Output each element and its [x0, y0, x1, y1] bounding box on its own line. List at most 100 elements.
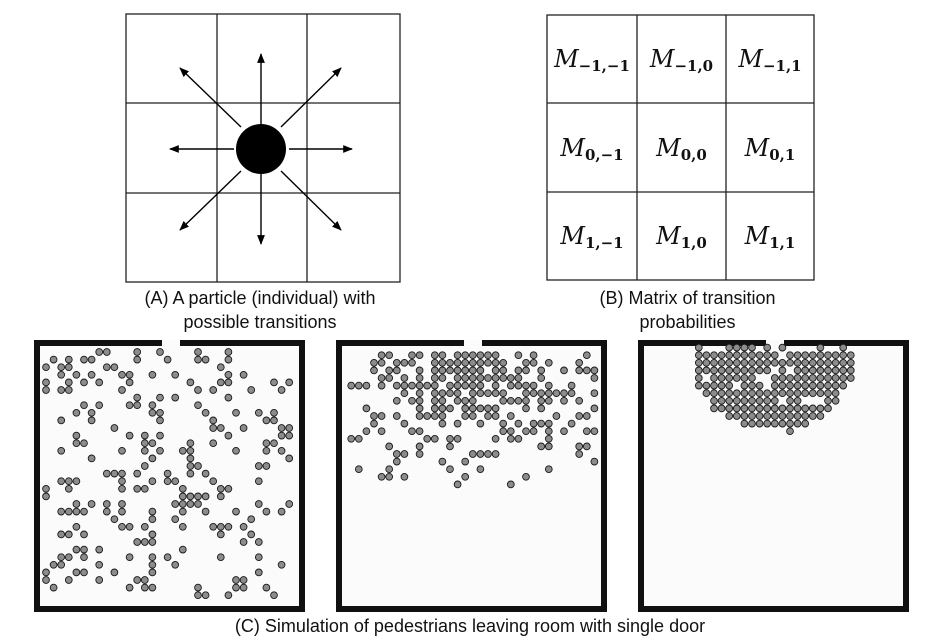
pedestrian-dot: [209, 424, 218, 432]
pedestrian-dot: [156, 431, 164, 440]
room-wall: [34, 340, 162, 346]
pedestrian-dot: [125, 378, 134, 387]
pedestrian-dot: [824, 396, 832, 405]
pedestrian-dot: [163, 553, 172, 562]
pedestrian-dot: [514, 434, 523, 443]
matrix-cell: M−1,0: [637, 15, 726, 103]
pedestrian-dot: [461, 404, 470, 413]
pedestrian-dot: [552, 389, 561, 398]
pedestrian-dot: [72, 500, 81, 508]
panel-b-caption: (B) Matrix of transition probabilities: [545, 286, 830, 334]
pedestrian-dot: [57, 530, 66, 539]
pedestrian-dot: [133, 469, 142, 478]
pedestrian-dot: [468, 381, 477, 390]
pedestrian-dot: [446, 442, 454, 451]
pedestrian-dot: [72, 522, 81, 531]
pedestrian-dot: [232, 408, 240, 417]
pedestrian-dot: [392, 457, 401, 466]
pedestrian-dot: [582, 366, 591, 375]
pedestrian-dot: [453, 374, 462, 382]
pedestrian-dot: [725, 366, 734, 375]
pedestrian-dot: [370, 358, 378, 367]
pedestrian-dot: [476, 381, 485, 390]
pedestrian-dot: [468, 389, 477, 398]
pedestrian-dot: [408, 427, 416, 436]
pedestrian-dot: [755, 351, 764, 360]
pedestrian-dot: [446, 358, 454, 367]
pedestrian-dot: [216, 553, 225, 562]
pedestrian-dot: [491, 389, 500, 398]
pedestrian-dot: [95, 545, 104, 554]
pedestrian-dot: [560, 389, 568, 398]
pedestrian-dot: [87, 416, 96, 425]
pedestrian-dot: [385, 442, 394, 451]
pedestrian-dot: [710, 366, 718, 375]
pedestrian-dot: [694, 358, 703, 367]
matrix-symbol: M: [738, 45, 763, 73]
pedestrian-dot: [362, 427, 371, 436]
pedestrian-dot: [163, 477, 172, 486]
pedestrian-dot: [42, 576, 50, 584]
pedestrian-dot: [808, 381, 817, 390]
pedestrian-dot: [140, 538, 149, 546]
pedestrian-dot: [430, 404, 439, 413]
pedestrian-dot: [816, 366, 825, 375]
matrix-subscript: 1,0: [680, 234, 707, 252]
pedestrian-dot: [72, 507, 81, 516]
room-snapshot-1: [34, 340, 305, 612]
pedestrian-dot: [148, 530, 157, 539]
matrix-symbol: M: [560, 222, 585, 250]
pedestrian-dot: [102, 507, 111, 516]
pedestrian-dot: [544, 396, 553, 405]
pedestrian-dot: [801, 374, 810, 382]
pedestrian-dot: [57, 370, 66, 379]
pedestrian-dot: [64, 363, 73, 372]
pedestrian-dot: [148, 538, 157, 546]
pedestrian-dot: [186, 378, 195, 387]
pedestrian-dot: [476, 366, 485, 375]
pedestrian-dot: [216, 484, 225, 493]
pedestrian-dot: [133, 348, 142, 356]
pedestrian-dot: [740, 358, 749, 367]
pedestrian-dot: [461, 358, 470, 367]
pedestrian-dot: [125, 553, 134, 562]
pedestrian-dot: [140, 439, 149, 448]
pedestrian-dot: [277, 446, 286, 455]
panel-b-caption-line1: (B) Matrix of transition: [599, 288, 776, 308]
pedestrian-dot: [438, 351, 447, 360]
pedestrian-dot: [732, 412, 741, 420]
pedestrian-dot: [793, 374, 802, 382]
pedestrian-dot: [453, 351, 462, 360]
pedestrian-dot: [216, 424, 225, 432]
pedestrian-dot: [57, 363, 66, 372]
pedestrian-dot: [816, 374, 825, 382]
neighborhood-grid: [125, 13, 401, 283]
pedestrian-dot: [262, 583, 271, 592]
pedestrian-dot: [64, 378, 73, 387]
pedestrian-dot: [354, 465, 363, 474]
pedestrian-dot: [816, 389, 825, 398]
pedestrian-dot: [95, 560, 104, 569]
matrix-subscript: −1,0: [674, 57, 714, 75]
pedestrian-dot: [446, 404, 454, 413]
pedestrian-dot: [80, 553, 88, 562]
pedestrian-dot: [377, 351, 386, 360]
pedestrian-dot: [732, 343, 741, 352]
pedestrian-dot: [491, 381, 500, 390]
pedestrian-dot: [239, 370, 248, 379]
pedestrian-dot: [522, 358, 530, 367]
pedestrian-dot: [186, 439, 195, 448]
pedestrian-dot: [560, 427, 568, 436]
pedestrian-dot: [590, 389, 599, 398]
pedestrian-dot: [778, 381, 787, 390]
pedestrian-dot: [254, 500, 263, 508]
pedestrian-dot: [239, 576, 248, 584]
panel-c-caption: (C) Simulation of pedestrians leaving ro…: [234, 616, 706, 636]
pedestrian-dot: [178, 484, 187, 493]
pedestrian-dot: [522, 389, 530, 398]
pedestrian-dot: [725, 381, 734, 390]
pedestrian-dot: [506, 381, 515, 390]
pedestrian-dot: [42, 484, 50, 493]
pedestrian-dot: [755, 366, 764, 375]
